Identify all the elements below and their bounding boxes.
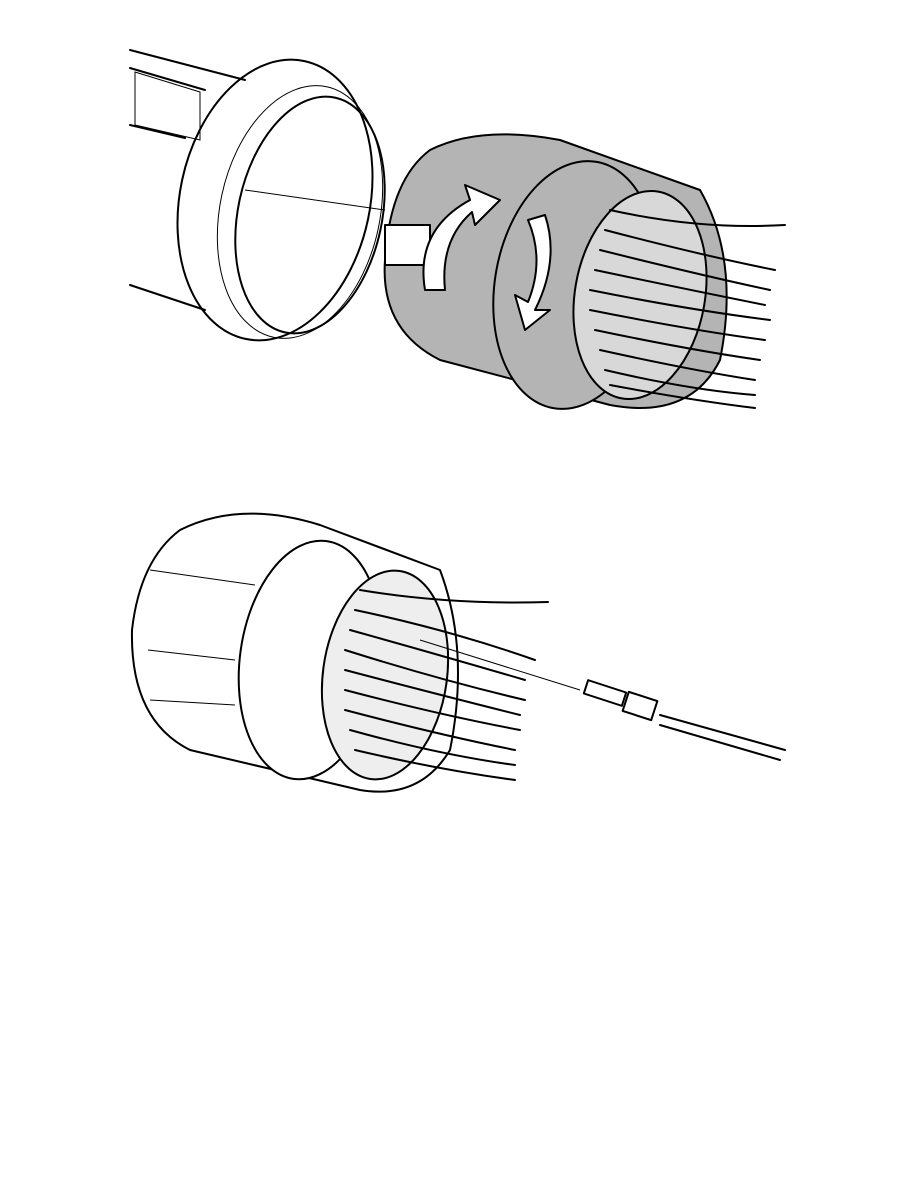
- connector-housing: [130, 512, 459, 793]
- connector-ring: [176, 58, 386, 342]
- figure-connector-rotation: [129, 49, 786, 410]
- rotate-down-arrow-icon: [514, 214, 552, 331]
- tube-illustration: [129, 49, 246, 311]
- connector-housing-shaded: [383, 133, 728, 410]
- rotate-up-arrow-icon: [422, 184, 501, 291]
- wire-bundle: [589, 209, 786, 409]
- figure-terminal-removal: [130, 512, 786, 793]
- wire-bundle: [344, 589, 549, 781]
- terminal-pin: [419, 639, 786, 761]
